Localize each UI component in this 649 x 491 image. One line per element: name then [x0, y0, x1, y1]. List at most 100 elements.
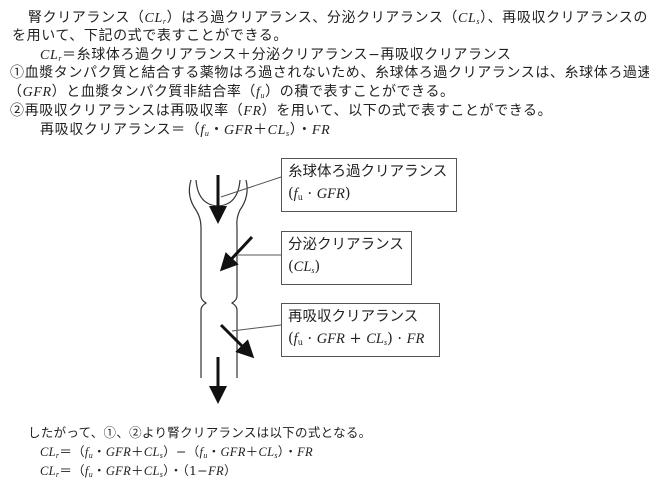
text-segment: ）の積で表すことができる。 — [265, 84, 455, 100]
text-segment: CL — [40, 464, 56, 478]
text-segment: ）、再吸収クリアランスの３つ — [480, 10, 649, 26]
text-segment: CL — [143, 464, 160, 478]
text-segment: ＋ — [253, 122, 268, 138]
subscript: u — [204, 129, 210, 138]
text-segment: ・ — [93, 444, 106, 459]
text-segment: f — [200, 123, 205, 138]
text-segment: ）・（1− — [163, 463, 209, 478]
conclusion-formula-1: CLr＝（fu・GFR＋CLs）−（fu・GFR＋CLs）・FR — [40, 443, 313, 465]
text-segment: FR — [297, 445, 313, 459]
text-segment: ( — [288, 259, 294, 275]
text-segment: · — [302, 186, 317, 202]
subscript: r — [55, 451, 60, 460]
subscript: u — [297, 338, 303, 347]
text-segment: GFR — [224, 123, 254, 138]
text-segment: ＝（ — [59, 463, 85, 478]
text-segment: ＝（ — [59, 444, 85, 459]
text-segment: GFR — [316, 331, 345, 347]
secretion-arrow — [219, 235, 254, 272]
subscript: u — [203, 451, 208, 460]
text-segment: ）と血漿タンパク質非結合率（ — [51, 84, 257, 100]
text-segment: CL — [458, 11, 477, 26]
text-segment: CL — [366, 331, 384, 347]
filtration-title: 糸球体ろ過クリアランス — [288, 161, 450, 183]
point-1-line-2: （GFR）と血漿タンパク質非結合率（fu）の積で表すことができる。 — [8, 83, 455, 105]
text-segment: GFR — [22, 85, 52, 100]
text-segment: FR — [311, 123, 331, 138]
text-segment: （ — [8, 84, 23, 100]
text-segment: CL — [258, 445, 275, 459]
text-segment: 糸球体ろ過クリアランス — [288, 164, 448, 180]
text-segment: ＋ — [131, 444, 144, 459]
text-segment: ＋ — [131, 463, 144, 478]
text-segment: ）はろ過クリアランス、分泌クリアランス（ — [166, 10, 459, 26]
subscript: s — [384, 338, 388, 347]
text-segment: f — [293, 186, 298, 202]
text-segment: + — [344, 331, 367, 347]
text-segment: したがって、①、②より腎クリアランスは以下の式となる。 — [28, 425, 372, 440]
text-segment: CL — [144, 11, 163, 26]
subscript: r — [162, 17, 167, 26]
intro-line-1: 腎クリアランス（CLr）はろ過クリアランス、分泌クリアランス（CLs）、再吸収ク… — [28, 9, 649, 31]
text-segment: ）・ — [277, 444, 298, 459]
subscript: s — [286, 129, 290, 138]
text-segment: FR — [243, 104, 262, 119]
subscript: u — [88, 470, 94, 479]
text-segment: ＋ — [245, 444, 259, 459]
secretion-clearance-label-box: 分泌クリアランス (CLs) — [281, 231, 412, 285]
reabsorption-title: 再吸収クリアランス — [288, 306, 433, 328]
formula-renal-clearance: CLr＝糸球体ろ過クリアランス＋分泌クリアランス−再吸収クリアランス — [40, 46, 512, 68]
point-2-line: ②再吸収クリアランスは再吸収率（FR）を用いて、以下の式で表すことができる。 — [10, 102, 552, 121]
text-segment: ) — [344, 186, 351, 202]
text-segment: CL — [267, 123, 286, 138]
text-segment: を用いて、下記の式で表すことができる。 — [12, 28, 288, 44]
text-segment: GFR — [105, 445, 132, 459]
text-segment: 分泌クリアランス — [288, 237, 404, 253]
text-segment: ・ — [209, 122, 225, 138]
subscript: u — [260, 91, 266, 100]
secretion-formula: (CLs) — [288, 256, 405, 282]
conclusion-text: したがって、①、②より腎クリアランスは以下の式となる。 — [28, 424, 371, 442]
text-segment: f — [199, 445, 204, 459]
text-segment: ( — [288, 331, 294, 347]
text-segment: CL — [293, 259, 312, 275]
reabsorption-formula: (fu · GFR + CLs) · FR — [288, 328, 433, 354]
formula-reabsorption: 再吸収クリアランス＝（fu・GFR＋CLs）・FR — [40, 121, 330, 143]
secretion-title: 分泌クリアランス — [288, 234, 405, 256]
text-segment: CL — [40, 445, 56, 459]
text-segment: ・ — [207, 444, 221, 459]
reabsorption-clearance-label-box: 再吸収クリアランス (fu · GFR + CLs) · FR — [281, 303, 440, 357]
text-segment: ) · — [387, 331, 407, 347]
text-segment: 腎クリアランス（ — [28, 10, 145, 26]
subscript: s — [311, 266, 315, 275]
text-segment: GFR — [316, 186, 345, 202]
reabsorption-arrow — [219, 323, 255, 359]
text-segment: ）を用いて、以下の式で表すことができる。 — [261, 103, 553, 119]
subscript: s — [274, 451, 278, 460]
conclusion-formula-2: CLr＝（fu・GFR＋CLs）・（1−FR） — [40, 462, 237, 484]
text-segment: f — [256, 85, 261, 100]
text-segment: ・ — [93, 463, 106, 478]
text-segment: f — [84, 445, 89, 459]
text-segment: ＝糸球体ろ過クリアランス＋分泌クリアランス−再吸収クリアランス — [62, 47, 512, 63]
subscript: r — [55, 470, 60, 479]
text-segment: ）・ — [289, 122, 312, 138]
text-segment: · — [302, 331, 317, 347]
subscript: u — [297, 193, 303, 202]
text-segment: ①血漿タンパク質と結合する薬物はろ過されないため、糸球体ろ過クリアランスは、糸球… — [10, 65, 649, 81]
text-segment: 再吸収クリアランス — [288, 309, 419, 325]
subscript: r — [58, 54, 63, 63]
subscript: s — [159, 451, 164, 460]
text-segment: ②再吸収クリアランスは再吸収率（ — [10, 103, 244, 119]
filtration-clearance-label-box: 糸球体ろ過クリアランス (fu · GFR) — [281, 158, 457, 212]
text-segment: FR — [208, 464, 224, 478]
text-segment: CL — [143, 445, 160, 459]
nephron-tubule — [188, 179, 248, 378]
text-segment: FR — [406, 331, 425, 347]
intro-line-2: を用いて、下記の式で表すことができる。 — [12, 27, 288, 45]
text-segment: 再吸収クリアランス＝（ — [40, 122, 201, 138]
text-segment: ( — [288, 186, 294, 202]
subscript: s — [476, 17, 481, 26]
text-segment: ）−（ — [163, 444, 200, 459]
